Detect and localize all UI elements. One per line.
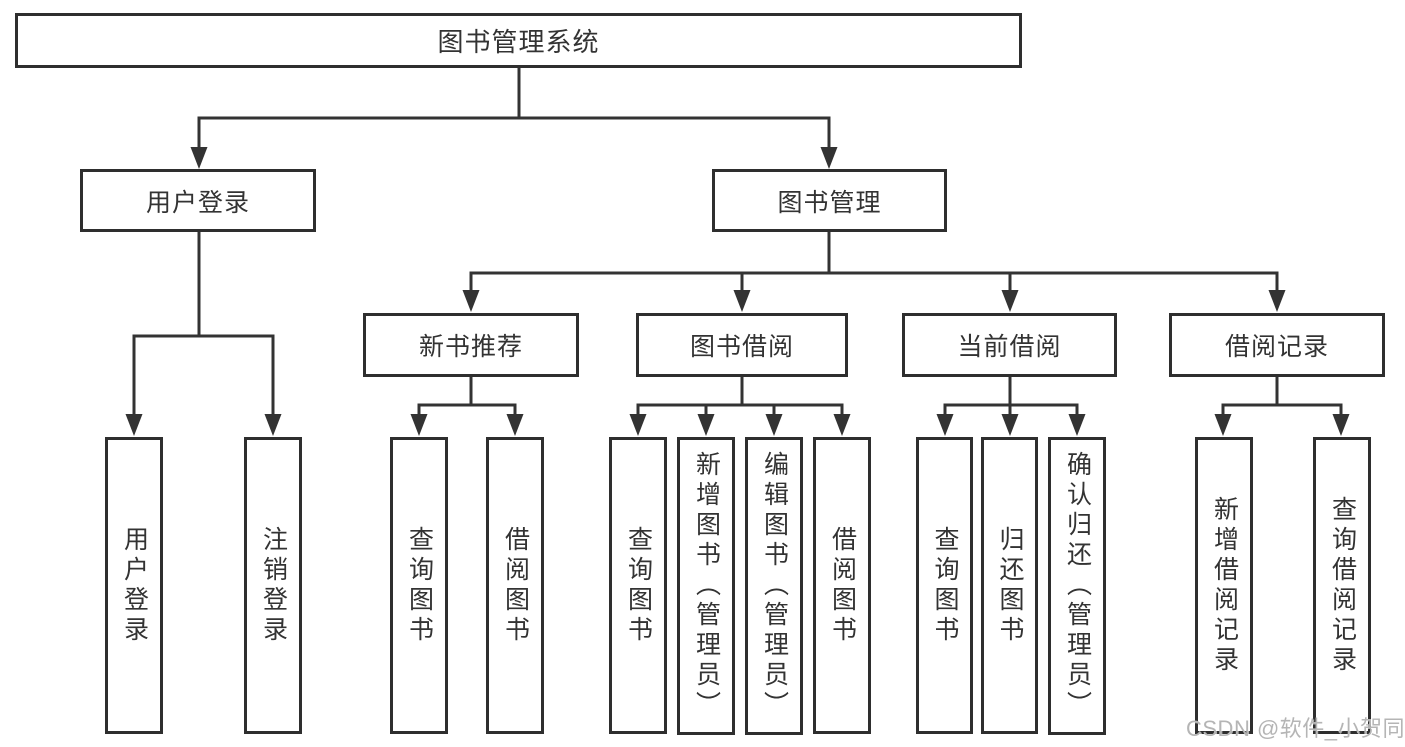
node-borrow-books-2: 借阅图书 (813, 437, 871, 734)
node-book-borrowing: 图书借阅 (636, 313, 848, 377)
node-label-query-books-1: 查询图书 (405, 525, 434, 646)
node-query-books-2: 查询图书 (609, 437, 667, 734)
arrowhead-icon (765, 414, 783, 436)
node-current-borrowing: 当前借阅 (902, 313, 1117, 377)
node-add-borrow-record: 新增借阅记录 (1195, 437, 1253, 734)
node-label-new-book-recommend: 新书推荐 (418, 333, 523, 361)
node-label-borrowing-records: 借阅记录 (1224, 333, 1329, 361)
arrowhead-icon (264, 414, 282, 436)
node-label-book-management: 图书管理 (777, 188, 882, 217)
arrowhead-icon (733, 290, 751, 312)
node-user-login-leaf: 用户登录 (105, 437, 163, 734)
arrowhead-icon (936, 414, 954, 436)
node-label-borrow-books-1: 借阅图书 (501, 525, 530, 646)
node-label-add-borrow-record: 新增借阅记录 (1210, 495, 1239, 676)
node-label-root: 图书管理系统 (437, 27, 600, 57)
arrowhead-icon (190, 147, 208, 169)
node-label-edit-books-admin: 编辑图书（管理员） (760, 451, 789, 721)
node-label-confirm-return-admin: 确认归还（管理员） (1063, 451, 1092, 721)
node-book-management: 图书管理 (712, 169, 947, 232)
node-query-books-3: 查询图书 (916, 437, 973, 734)
arrowhead-icon (1268, 290, 1286, 312)
arrowhead-icon (833, 414, 851, 436)
node-query-books-1: 查询图书 (390, 437, 448, 734)
node-label-query-books-3: 查询图书 (931, 525, 959, 646)
arrowhead-icon (1001, 290, 1019, 312)
node-label-user-login-leaf: 用户登录 (120, 525, 149, 646)
arrowhead-icon (410, 414, 428, 436)
arrowhead-icon (1214, 414, 1232, 436)
node-label-current-borrowing: 当前借阅 (957, 333, 1062, 361)
watermark: CSDN @软件_小贺同学 (1186, 716, 1405, 741)
arrowhead-icon (1068, 414, 1086, 436)
node-confirm-return-admin: 确认归还（管理员） (1048, 437, 1106, 735)
arrowhead-icon (462, 290, 480, 312)
node-label-book-borrowing: 图书借阅 (689, 333, 794, 361)
arrowhead-icon (125, 414, 143, 436)
node-return-books: 归还图书 (981, 437, 1038, 734)
node-new-book-recommend: 新书推荐 (363, 313, 579, 377)
node-label-user-login: 用户登录 (145, 188, 250, 217)
arrowhead-icon (1001, 414, 1019, 436)
node-edit-books-admin: 编辑图书（管理员） (745, 437, 803, 735)
node-root: 图书管理系统 (15, 13, 1022, 68)
node-add-books-admin: 新增图书（管理员） (677, 437, 735, 735)
node-query-borrow-record: 查询借阅记录 (1313, 437, 1371, 734)
node-label-borrow-books-2: 借阅图书 (828, 525, 857, 646)
node-label-query-borrow-record: 查询借阅记录 (1328, 495, 1357, 676)
node-user-login: 用户登录 (80, 169, 316, 232)
node-label-return-books: 归还图书 (996, 525, 1024, 646)
node-label-logout-leaf: 注销登录 (259, 525, 288, 646)
node-borrow-books-1: 借阅图书 (486, 437, 544, 734)
node-borrowing-records: 借阅记录 (1169, 313, 1385, 377)
node-label-query-books-2: 查询图书 (624, 525, 653, 646)
node-logout-leaf: 注销登录 (244, 437, 302, 734)
arrowhead-icon (1332, 414, 1350, 436)
arrowhead-icon (697, 414, 715, 436)
arrowhead-icon (820, 147, 838, 169)
node-label-add-books-admin: 新增图书（管理员） (692, 451, 721, 721)
arrowhead-icon (629, 414, 647, 436)
arrowhead-icon (506, 414, 524, 436)
